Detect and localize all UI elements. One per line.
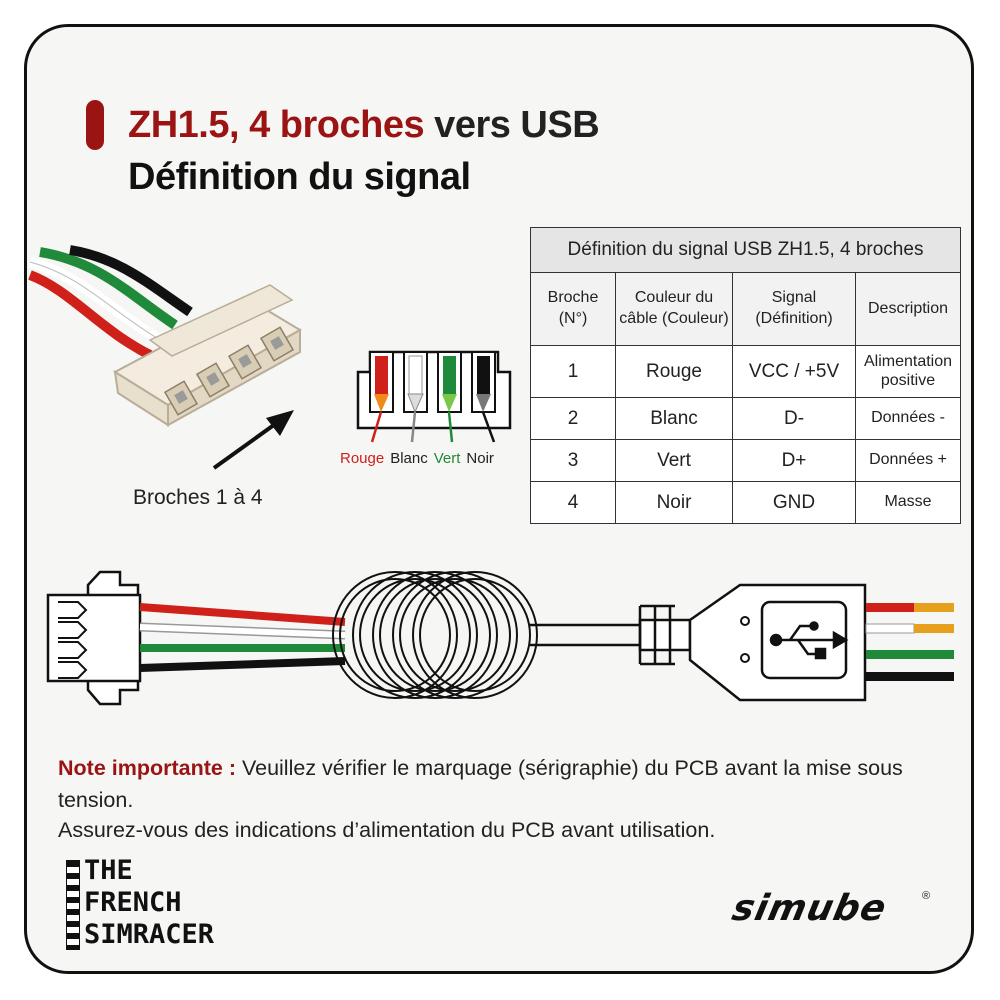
- registered-mark: ®: [922, 890, 931, 902]
- cell-signal: VCC / +5V: [732, 345, 856, 398]
- cell-signal: D+: [732, 439, 856, 482]
- pin-label-red: Rouge: [340, 450, 385, 467]
- cell-color: Rouge: [615, 345, 733, 398]
- cell-pin: 1: [530, 345, 616, 398]
- zh-connector-photo: [28, 245, 302, 427]
- pins-label: Broches 1 à 4: [133, 486, 263, 509]
- cell-description: Données +: [855, 439, 961, 482]
- table-row: 1 Rouge VCC / +5V Alimentation positive: [530, 345, 961, 398]
- note-text-2: Assurez-vous des indications d’alimentat…: [58, 818, 716, 842]
- note-text: Veuillez vérifier le marquage (sérigraph…: [58, 756, 903, 812]
- header-signal: Signal (Définition): [732, 272, 856, 346]
- cell-color: Noir: [615, 481, 733, 524]
- pin-label-green: Vert: [433, 450, 461, 467]
- pin-label-black: Noir: [466, 450, 494, 467]
- cell-description: Masse: [855, 481, 961, 524]
- logo-line-2: FRENCH: [84, 887, 182, 918]
- title-black-part: vers USB: [424, 104, 600, 146]
- cell-signal: D-: [732, 397, 856, 440]
- note-label: Note importante :: [58, 756, 236, 780]
- cell-pin: 4: [530, 481, 616, 524]
- page-title: ZH1.5, 4 broches vers USB: [128, 104, 600, 147]
- cell-signal: GND: [732, 481, 856, 524]
- cell-description: Alimentation positive: [855, 345, 961, 398]
- pin-color-labels: Rouge Blanc Vert Noir: [340, 450, 494, 467]
- title-red-part: ZH1.5, 4 broches: [128, 104, 425, 146]
- table-row: 2 Blanc D- Données -: [530, 397, 961, 440]
- title-accent-bar: [86, 100, 104, 150]
- cable-diagram: [46, 570, 954, 706]
- cell-description: Données -: [855, 397, 961, 440]
- arrow-icon: [212, 410, 294, 470]
- table-row: 4 Noir GND Masse: [530, 481, 961, 524]
- pin-label-white: Blanc: [390, 450, 428, 467]
- simube-logo: simube: [728, 888, 891, 929]
- table-row: 3 Vert D+ Données +: [530, 439, 961, 482]
- page-subtitle: Définition du signal: [128, 156, 471, 198]
- signal-table: Définition du signal USB ZH1.5, 4 broche…: [530, 227, 961, 524]
- usb-icon: [769, 621, 849, 660]
- logo-line-3: SIMRACER: [84, 919, 215, 950]
- cell-pin: 3: [530, 439, 616, 482]
- header-broche: Broche (N°): [530, 272, 616, 346]
- checkered-flag-icon: [66, 860, 80, 950]
- header-couleur: Couleur du câble (Couleur): [615, 272, 733, 346]
- cell-color: Blanc: [615, 397, 733, 440]
- logo-line-1: THE: [84, 855, 133, 886]
- pinout-symbol: [356, 350, 512, 443]
- cell-color: Vert: [615, 439, 733, 482]
- header-description: Description: [855, 272, 961, 346]
- cell-pin: 2: [530, 397, 616, 440]
- table-caption: Définition du signal USB ZH1.5, 4 broche…: [530, 227, 961, 273]
- important-note: Note importante : Veuillez vérifier le m…: [58, 752, 938, 816]
